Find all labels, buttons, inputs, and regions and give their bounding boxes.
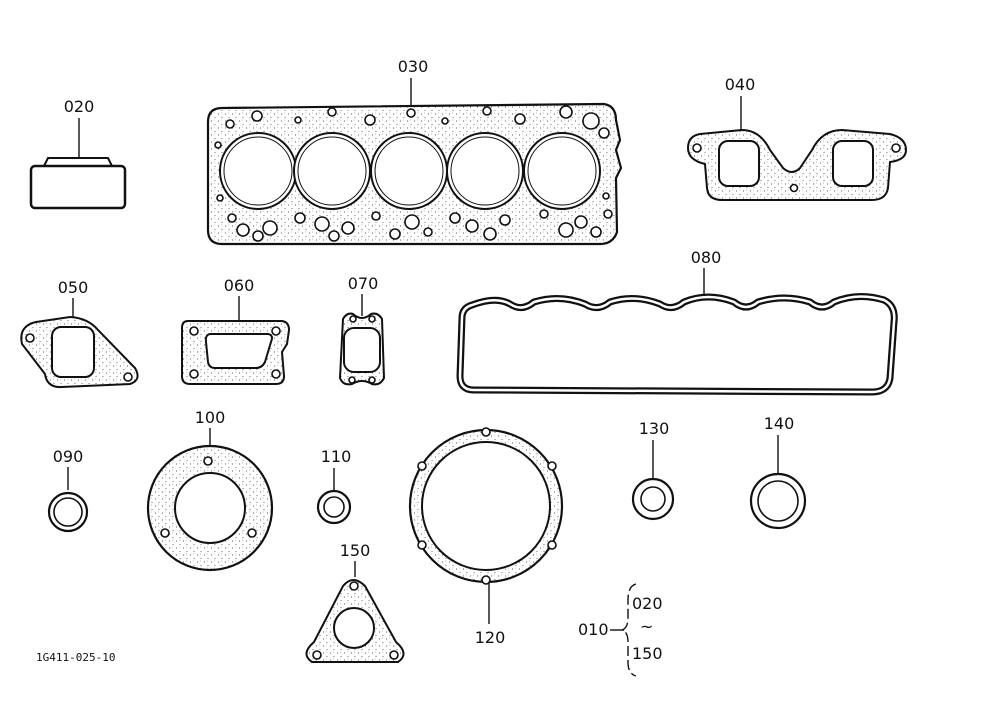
part-030-head-gasket[interactable]: 030 xyxy=(206,57,623,246)
part-050-port-gasket[interactable]: 050 xyxy=(20,278,139,389)
part-090-ring[interactable]: 090 xyxy=(47,447,89,533)
label-050: 050 xyxy=(58,278,89,297)
label-100: 100 xyxy=(195,408,226,427)
range-to: 150 xyxy=(632,644,663,663)
label-110: 110 xyxy=(321,447,352,466)
part-040-manifold-gasket[interactable]: 040 xyxy=(686,75,908,201)
label-040: 040 xyxy=(725,75,756,94)
label-150: 150 xyxy=(340,541,371,560)
label-020: 020 xyxy=(64,97,95,116)
label-130: 130 xyxy=(639,419,670,438)
part-080-valve-cover-gasket[interactable]: 080 xyxy=(456,248,898,396)
label-140: 140 xyxy=(764,414,795,433)
part-020-oil-seal[interactable]: 020 xyxy=(29,97,127,210)
part-120-cover-gasket[interactable]: 120 xyxy=(408,427,564,647)
label-090: 090 xyxy=(53,447,84,466)
label-080: 080 xyxy=(691,248,722,267)
label-060: 060 xyxy=(224,276,255,295)
part-110-small-ring[interactable]: 110 xyxy=(316,447,352,525)
label-070: 070 xyxy=(348,274,379,293)
part-070-small-gasket[interactable]: 070 xyxy=(338,274,386,386)
drawing-code: 1G411-025-10 xyxy=(36,651,115,664)
part-140-ring[interactable]: 140 xyxy=(749,414,807,530)
range-tilde: ~ xyxy=(640,617,653,636)
label-030: 030 xyxy=(398,57,429,76)
kit-range-010: 010 020 ~ 150 xyxy=(578,583,663,677)
part-100-flange-gasket[interactable]: 100 xyxy=(146,408,274,572)
part-130-ring[interactable]: 130 xyxy=(631,419,675,521)
label-120: 120 xyxy=(475,628,506,647)
range-from: 020 xyxy=(632,594,663,613)
part-060-rectangular-gasket[interactable]: 060 xyxy=(181,276,291,385)
label-010: 010 xyxy=(578,620,609,639)
part-150-triangular-gasket[interactable]: 150 xyxy=(305,541,405,663)
